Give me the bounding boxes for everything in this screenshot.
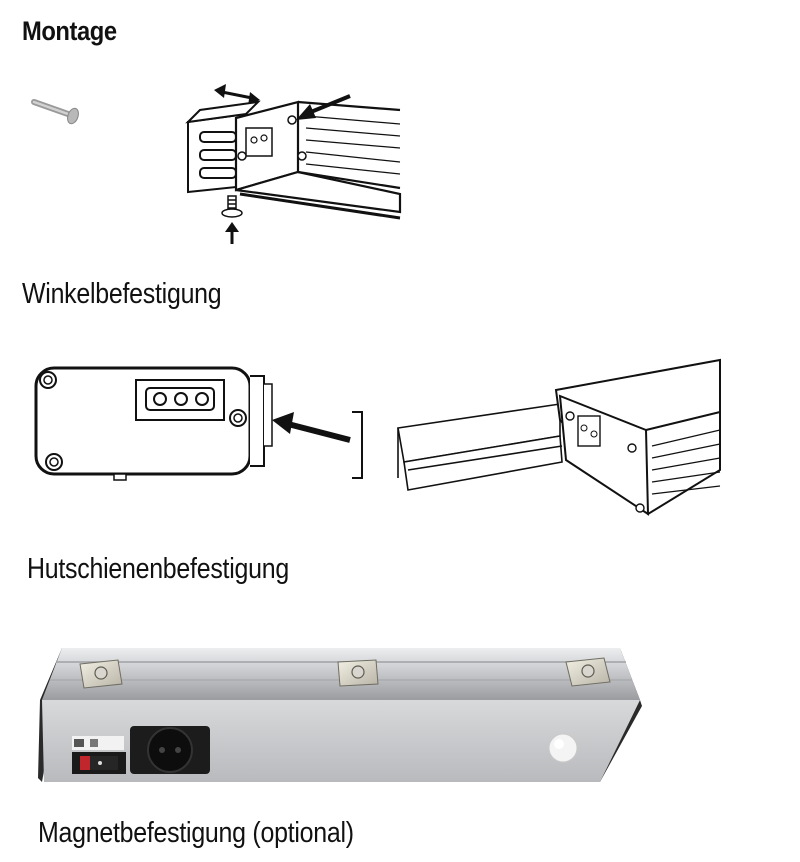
power-socket bbox=[130, 726, 210, 774]
angle-bracket-illustration bbox=[31, 84, 402, 244]
din-rail-illustration bbox=[34, 358, 721, 516]
housing-profile bbox=[554, 358, 721, 516]
screw-icon bbox=[221, 195, 243, 218]
magnet-plate bbox=[79, 659, 123, 689]
caption-din-rail: Hutschienenbefestigung bbox=[27, 553, 289, 585]
caption-angle-bracket: Winkelbefestigung bbox=[22, 278, 222, 310]
magnet-plate bbox=[565, 657, 611, 687]
housing-profile bbox=[234, 100, 402, 220]
screw-icon bbox=[31, 99, 79, 125]
page-title: Montage bbox=[22, 16, 117, 46]
caption-magnet: Magnetbefestigung (optional) bbox=[38, 817, 354, 849]
power-switch bbox=[72, 752, 126, 774]
din-rail bbox=[397, 403, 563, 491]
end-cap-front-view bbox=[34, 366, 273, 481]
insert-arrow-icon bbox=[296, 94, 351, 120]
magnet-mount-product-image bbox=[38, 648, 642, 782]
motion-sensor-icon bbox=[548, 733, 578, 763]
insert-arrow-icon bbox=[272, 412, 351, 443]
magnet-plate bbox=[337, 659, 379, 687]
din-rail-profile bbox=[352, 411, 363, 479]
up-arrow-icon bbox=[225, 222, 239, 244]
